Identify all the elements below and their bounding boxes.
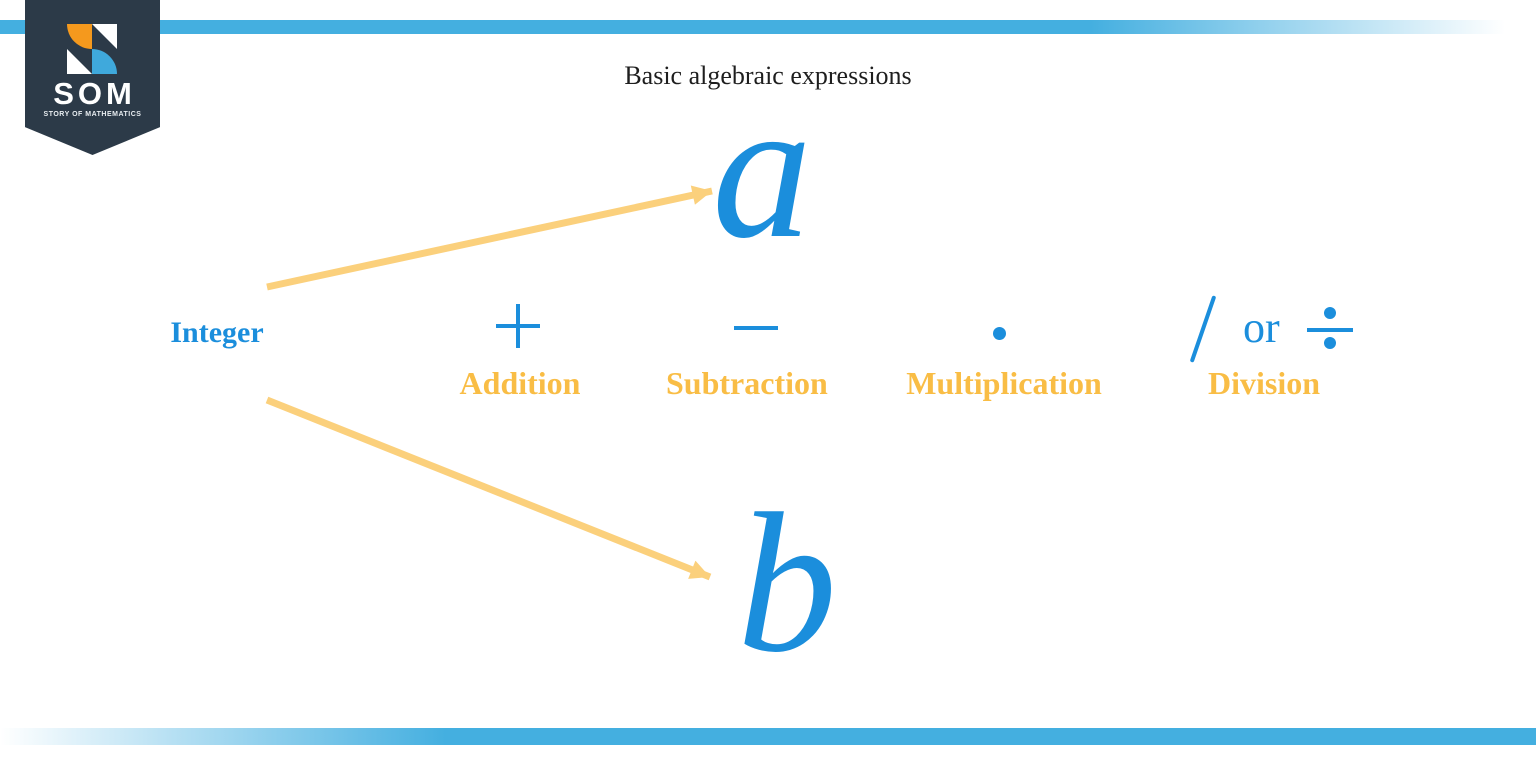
top-accent-bar: [0, 20, 1536, 34]
obelus-division-icon: [1303, 307, 1357, 349]
som-pinwheel-icon: [67, 24, 117, 74]
variable-b: b: [737, 473, 837, 694]
division-label: Division: [1207, 365, 1321, 401]
som-logo-banner: SOM STORY OF MATHEMATICS: [25, 0, 160, 155]
obelus-bar: [1307, 328, 1353, 332]
arrow-integer-to-a: [266, 185, 713, 291]
logo-triangle-white-top: [92, 24, 117, 49]
logo-triangle-white-bottom: [67, 49, 92, 74]
logo-quarter-blue: [92, 49, 117, 74]
logo-quarter-orange: [67, 24, 92, 49]
bottom-accent-bar: [0, 728, 1536, 745]
obelus-top-dot: [1324, 307, 1336, 319]
minus-icon: [734, 326, 778, 330]
plus-vertical-stroke: [516, 304, 520, 348]
subtraction-label: Subtraction: [666, 365, 828, 401]
addition-label: Addition: [459, 365, 581, 401]
multiplication-dot-icon: [993, 327, 1006, 340]
plus-icon: [496, 304, 540, 348]
or-text: or: [1243, 303, 1280, 352]
logo-tagline: STORY OF MATHEMATICS: [43, 111, 142, 118]
multiplication-label: Multiplication: [906, 365, 1102, 401]
logo-acronym: SOM: [53, 76, 136, 111]
obelus-bottom-dot: [1324, 337, 1336, 349]
integer-label: Integer: [170, 316, 264, 349]
variable-a: a: [712, 59, 812, 280]
slash-icon: [1189, 295, 1217, 363]
arrow-integer-to-b: [265, 396, 712, 581]
page-title: Basic algebraic expressions: [624, 61, 912, 90]
